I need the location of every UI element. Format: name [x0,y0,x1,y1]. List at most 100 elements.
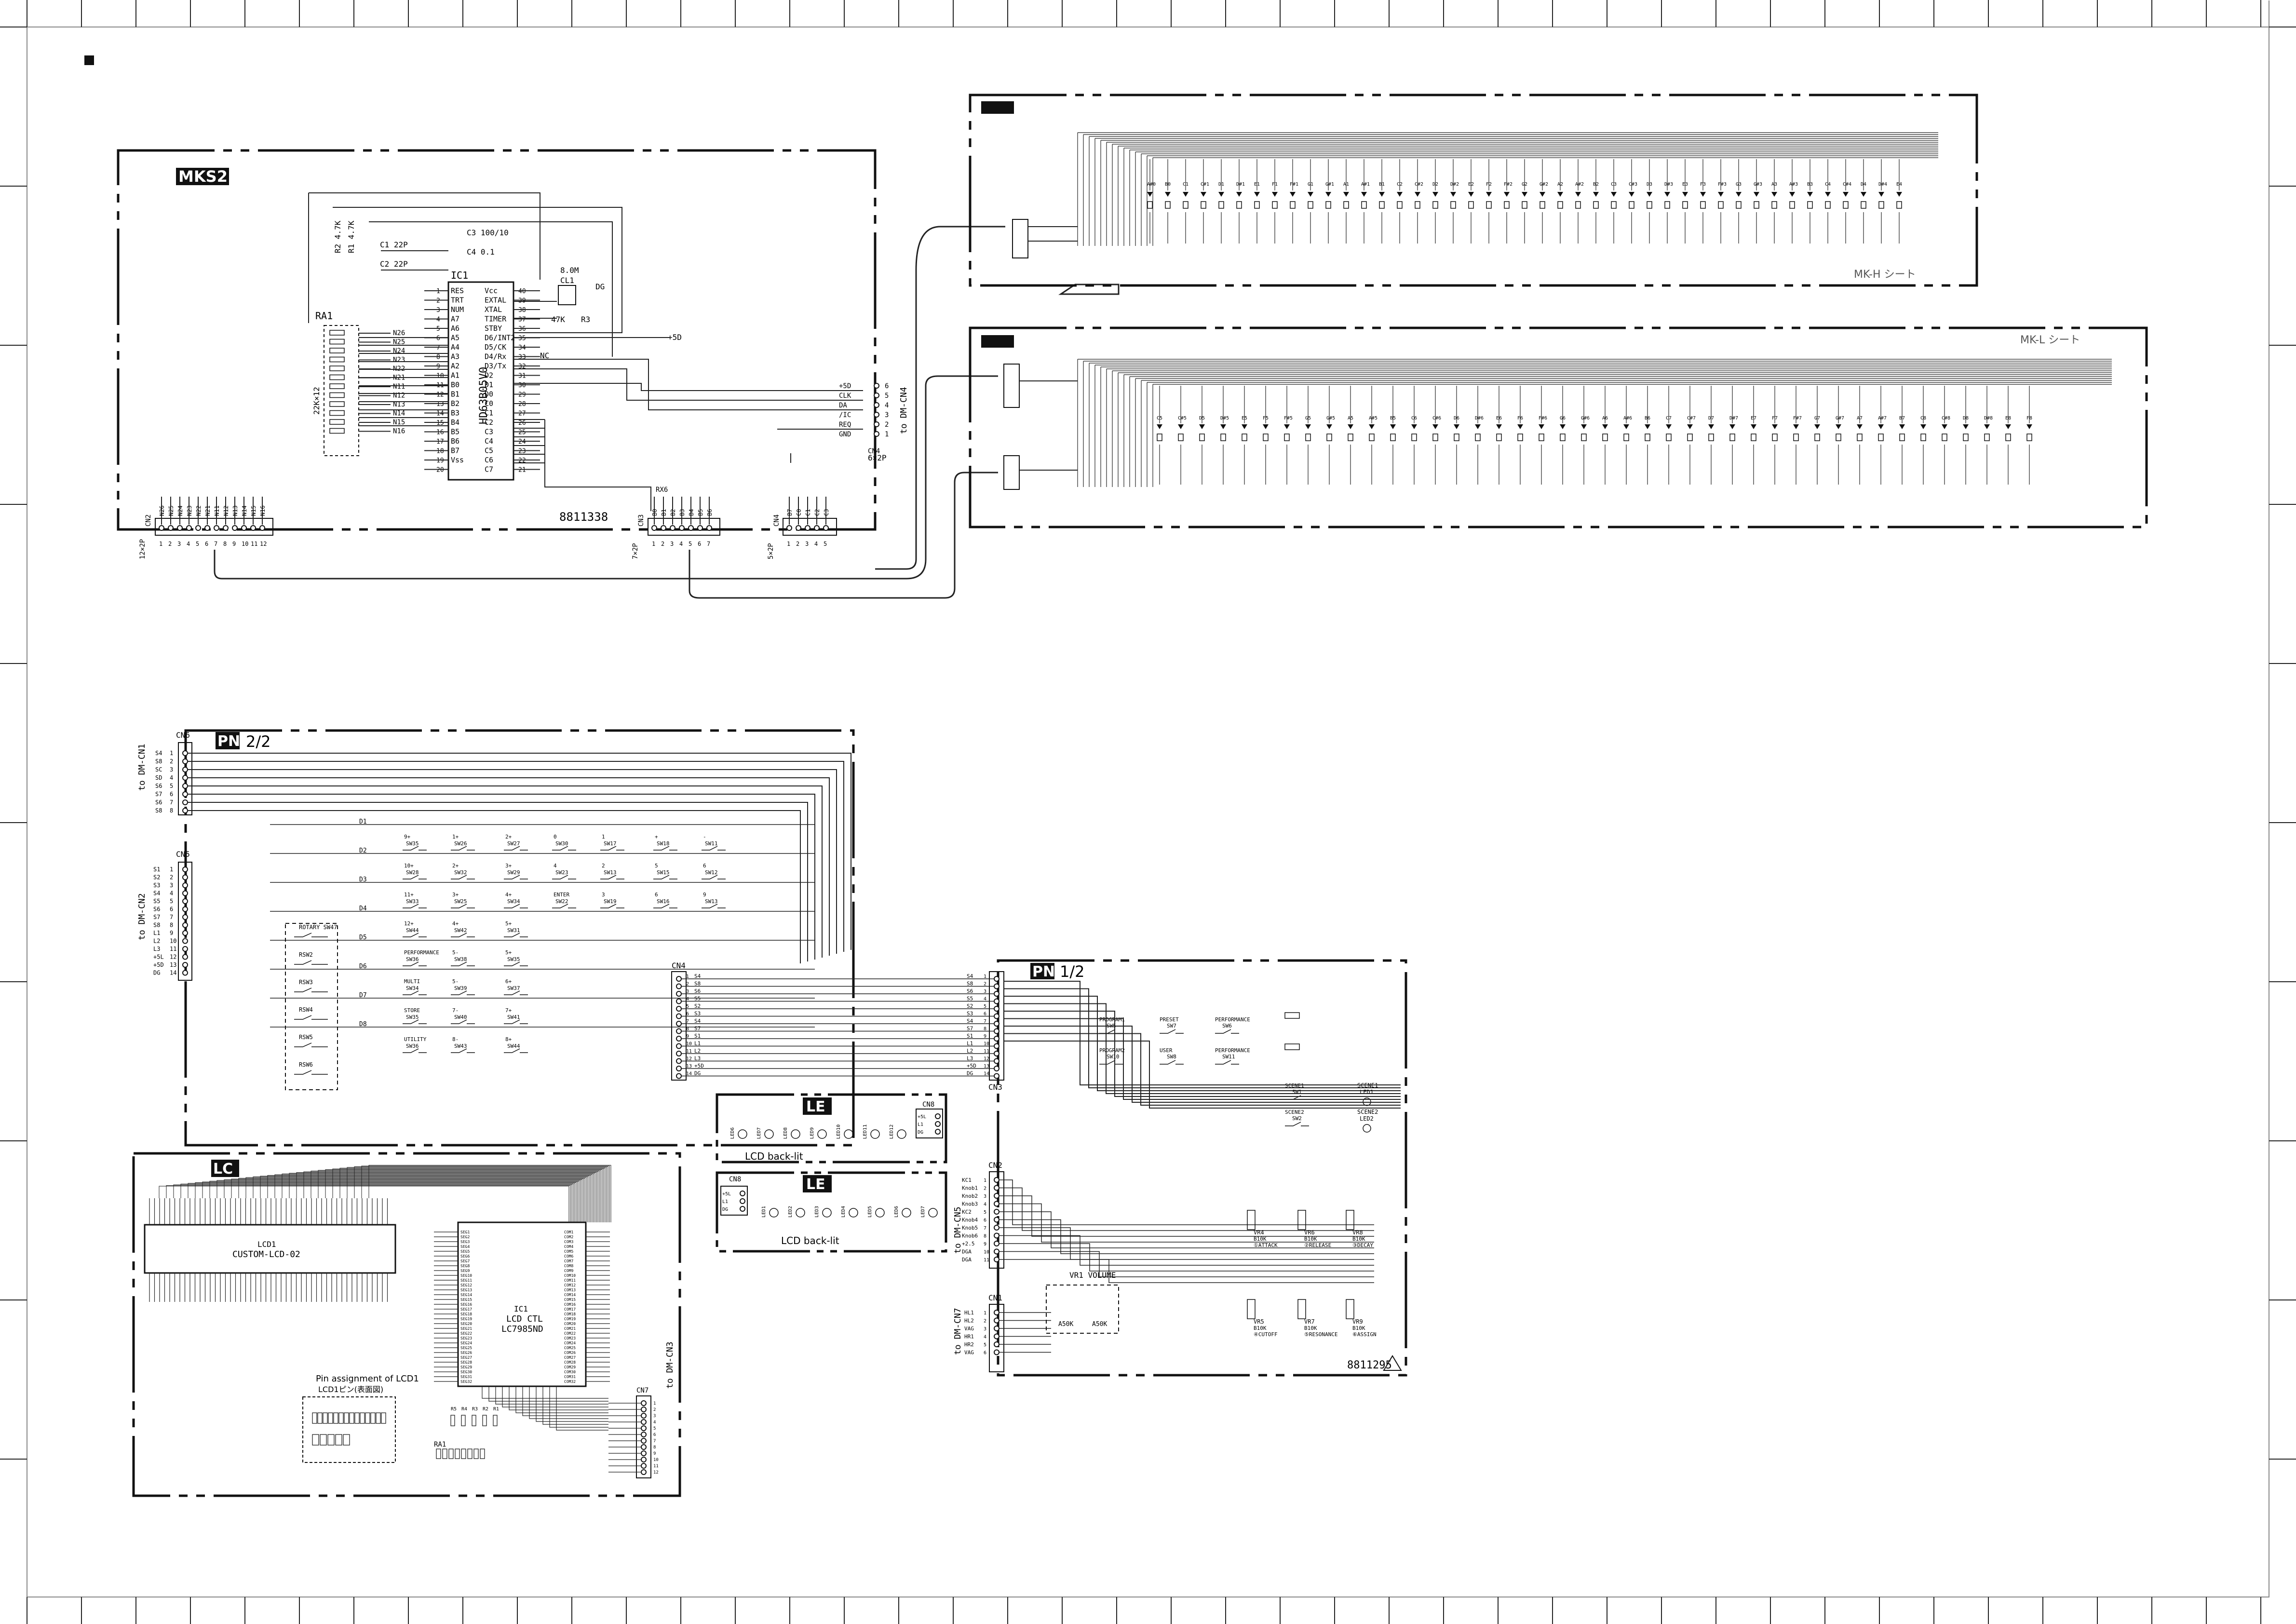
led-label: LED1 [761,1206,767,1218]
ic-left-pin-name: SEG11 [460,1278,472,1283]
connector-pin-number: 1 [159,541,162,547]
cable-pin-label-right: L1 [967,1041,973,1047]
diode-symbol [1454,424,1459,429]
lc-wiring [159,1165,611,1431]
le-connector-body [720,1186,748,1216]
cable-pin-label-left: L3 [694,1056,701,1062]
diode-symbol [1772,424,1778,429]
switch-ref-label: SW42 [454,927,467,934]
switch-ref-label: SW33 [406,898,419,905]
pn12-page: 1/2 [1060,962,1085,981]
vr-ref: VR5 [1254,1318,1264,1325]
key-contact [1504,201,1510,209]
switch-symbol [451,1048,475,1053]
ic1-pin-name-left: A6 [451,324,459,333]
led-symbol [738,1129,747,1139]
vr-value: B10K [1352,1325,1365,1331]
pin-terminal [994,1317,999,1324]
switch-ref-label: SW30 [555,840,568,847]
key-label: C#7 [1687,416,1696,421]
switch-function-label: 8- [452,1036,459,1042]
pin-terminal [786,525,792,531]
lc-bus-wire [216,1180,581,1222]
switch-ref-label: SW36 [406,1043,419,1049]
ic-right-pin-name: COM23 [564,1336,576,1340]
cable-pin-label-left: S3 [694,1011,701,1017]
lcd-segment [335,1434,342,1446]
switch-symbol [403,990,427,995]
lc-bottom-wire [515,1386,608,1413]
switch-function-label: 3+ [505,863,512,869]
cn5-pin-number: 11 [170,946,176,952]
cn5-pin-number: 6 [170,906,173,913]
key-contact [1843,201,1849,209]
connector-signal-label: N26 [159,505,165,516]
pn12-vr1: VR1 VOLUME [1069,1271,1116,1280]
key-contact [1290,201,1296,209]
switch-ref-label: SW41 [507,1014,520,1020]
mks2-plus5d-label: +5D [668,333,682,342]
mks2-cn-right-type: 5×2P [767,543,775,559]
lcd1-body [144,1224,396,1274]
n-label: N23 [393,356,405,364]
ic-right-pin-name: COM5 [564,1249,573,1254]
cn2-pin-number: 5 [984,1210,986,1215]
diode-symbol [1602,424,1608,429]
cable-pin-label-left: S8 [694,981,701,987]
lc-bottom-wire [488,1386,608,1402]
diode-symbol [1718,192,1724,197]
key-contact [1861,201,1866,209]
ic1-pin-name-left: A5 [451,334,459,342]
led-label: LED12 [889,1124,894,1139]
diode-symbol [1236,192,1242,197]
led-label: LED5 [867,1206,873,1218]
ic-right-pin-name: COM32 [564,1380,576,1384]
vr-value: B10K [1352,1236,1365,1242]
pin-terminal [874,392,879,398]
ic1-pin-name-left: B6 [451,437,459,446]
connector-pin-number: 10 [242,541,248,547]
cable-pin-number-right: 9 [984,1034,986,1039]
switch-function-label: 0 [554,834,557,840]
lc-ra-element [467,1448,473,1459]
cn7-pin-number: 10 [653,1458,659,1462]
pn12-part-number: 8811295 [1347,1359,1392,1371]
diode-symbol [1629,192,1634,197]
cable-pin-number-right: 8 [984,1027,986,1032]
ic1-pin-name-left: A4 [451,343,459,352]
le-connector-pin-name: +5L [722,1191,731,1197]
key-contact [1751,433,1756,441]
key-contact [1666,433,1672,441]
lcd1-pins [149,1198,388,1302]
pin-terminal [670,525,675,531]
button-switch-symbol [1215,1060,1239,1065]
pn22-col-wire [188,794,815,960]
switch-symbol [403,846,427,851]
key-contact [1454,433,1459,441]
mks2-ic1-part: HD63B05V0 [478,367,490,424]
cn3-body [648,518,720,536]
cable-pin-number-right: 7 [984,1019,986,1024]
switch-symbol [702,846,726,851]
connector-pin-number: 2 [661,541,664,547]
switch-symbol [451,1019,475,1024]
pin-terminal [994,1341,999,1347]
ic1-pin-name-right: C5 [485,447,493,455]
key-contact [1199,433,1205,441]
ic-right-pin-name: COM27 [564,1355,576,1360]
key-label: A#0 [1147,182,1156,187]
key-label: D#6 [1475,416,1484,421]
led-symbol [817,1129,827,1139]
cn7-pin-number: 11 [653,1464,659,1469]
cn2-pin-name: Knob1 [962,1185,978,1191]
key-contact [1857,433,1863,441]
lc-bus-wire [361,1165,610,1222]
cn1-pin-name: VAG [964,1350,974,1356]
pin-terminal [676,1043,682,1049]
diode-symbol [1593,192,1599,197]
key-contact [1687,433,1693,441]
key-contact [1789,201,1795,209]
